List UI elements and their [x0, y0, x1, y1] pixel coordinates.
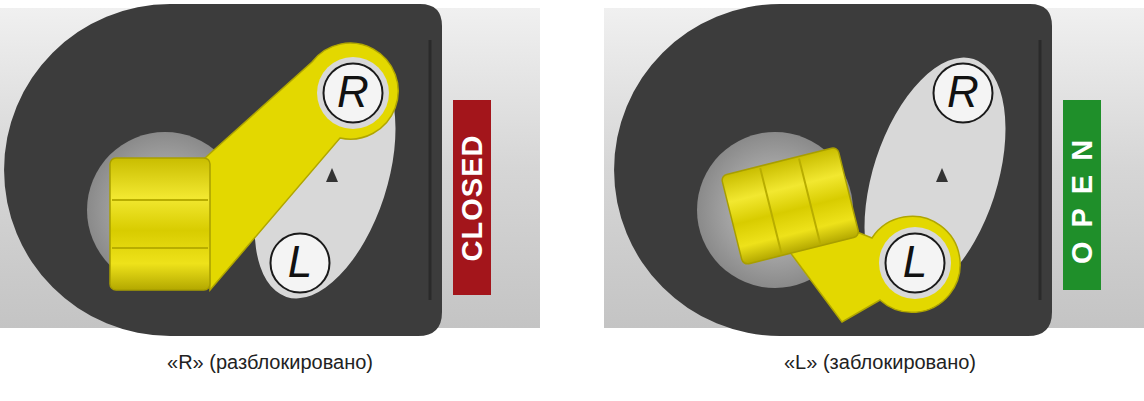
position-disc: R — [322, 62, 384, 124]
caption-label: «R» (разблокировано) — [167, 350, 373, 374]
right-panel — [604, 4, 1144, 336]
position-disc: L — [884, 232, 946, 294]
position-disc: R — [932, 62, 994, 124]
position-disc: L — [269, 232, 331, 294]
housing — [4, 4, 442, 336]
position-letter: R — [337, 70, 369, 114]
lever — [205, 43, 398, 290]
status-text: OPEN — [1068, 126, 1097, 264]
status-badge: CLOSED — [453, 100, 491, 295]
lever-knob — [110, 158, 210, 290]
status-badge: OPEN — [1063, 100, 1101, 290]
housing — [614, 4, 1052, 336]
position-letter: R — [947, 70, 979, 114]
caption-label: «L» (заблокировано) — [784, 350, 976, 374]
status-text: CLOSED — [458, 134, 487, 261]
position-letter: L — [903, 240, 927, 284]
position-letter: L — [288, 240, 312, 284]
left-panel — [0, 4, 540, 336]
lever-knob — [721, 147, 860, 265]
